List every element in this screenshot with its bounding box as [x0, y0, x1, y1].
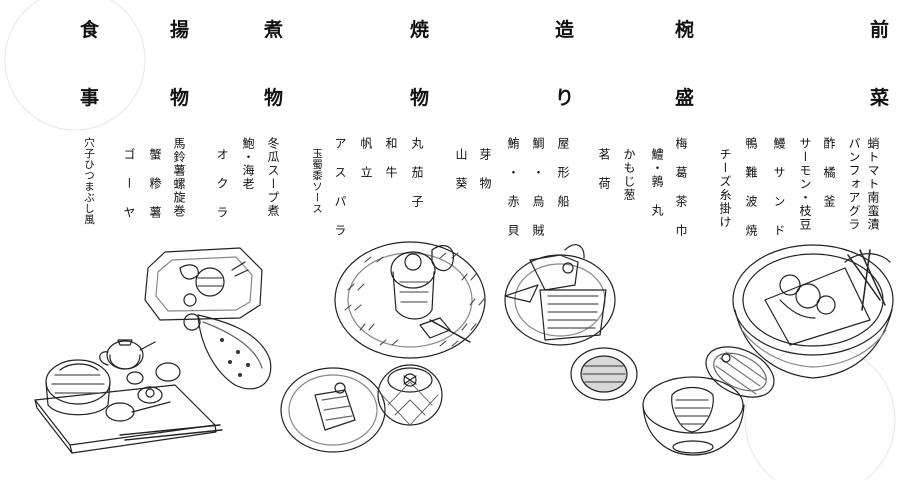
shokuji-tray-illustration [35, 340, 222, 453]
category-yakimono-bottom: 物 [410, 87, 430, 109]
category-nimono-top: 煮 [264, 19, 284, 41]
dish-item: ア ス パ ラ [333, 137, 347, 238]
dish-item: 帆 立 [359, 137, 373, 180]
dish-item: 冬瓜スープ煮 [266, 137, 280, 218]
category-tsukuri-top: 造 [555, 19, 575, 41]
category-yakimono-top: 焼 [410, 19, 430, 41]
dish-item: 蛸トマト南蛮漬 [866, 137, 880, 232]
dish-item: 鯛 ・ 烏 賊 [531, 137, 545, 238]
soy-dish-illustration [571, 348, 637, 400]
yakimono-plate-illustration [335, 242, 485, 358]
dish-item: 鴨 難 波 焼 [744, 137, 758, 238]
wanmori-bowl-illustration [643, 337, 782, 455]
dish-item: チーズ糸掛け [718, 148, 732, 229]
dish-item: 鮑・海老 [241, 137, 255, 191]
category-shokuji-top: 食 [80, 19, 100, 41]
dish-item: 梅 葛 茶 巾 [674, 137, 688, 238]
tsukuri-boat-illustration [505, 245, 615, 345]
dish-item: 玉蜀黍ソース [311, 148, 323, 214]
dish-item: 鰻 サ ン ド [772, 137, 786, 238]
dish-item: かもじ葱 [622, 148, 636, 202]
category-agemono-top: 揚 [170, 19, 190, 41]
dish-item: 鱧・鶉 丸 [650, 148, 664, 218]
category-wanmori-bottom: 盛 [675, 87, 695, 109]
category-agemono-bottom: 物 [170, 87, 190, 109]
agemono-plate-illustration [145, 248, 271, 389]
dish-item: 芽 物 [478, 148, 492, 191]
category-zensai-bottom: 菜 [870, 87, 890, 109]
dish-item: 和 牛 [384, 137, 398, 180]
dish-item: 鮪 ・ 赤 貝 [506, 137, 520, 238]
category-shokuji-bottom: 事 [80, 87, 100, 109]
category-wanmori-top: 椀 [675, 19, 695, 41]
category-nimono-bottom: 物 [264, 87, 284, 109]
dish-item: 丸 茄 子 [410, 137, 424, 209]
dish-item: 穴子ひつまぶし風 [83, 137, 95, 225]
dish-item: 蟹 糁 薯 [148, 148, 162, 220]
nimono-bowl-illustration [281, 365, 442, 452]
dish-item: ゴ ー ヤ [122, 148, 136, 220]
dish-item: サーモン・枝豆 [798, 137, 812, 232]
category-zensai-top: 前 [870, 19, 890, 41]
dish-item: 屋 形 船 [556, 137, 570, 209]
category-tsukuri-bottom: り [555, 87, 575, 109]
dish-item: 酢 橘 釜 [822, 137, 836, 209]
background-circles [5, 0, 895, 480]
dish-item: パンフォアグラ [847, 137, 861, 232]
dish-item: オ ク ラ [215, 148, 229, 220]
dish-item: 馬鈴薯螺旋巻 [172, 137, 186, 218]
dish-item: 山 葵 [454, 148, 468, 191]
zensai-bowl-illustration [733, 245, 893, 378]
dish-item: 茗 荷 [597, 148, 611, 191]
